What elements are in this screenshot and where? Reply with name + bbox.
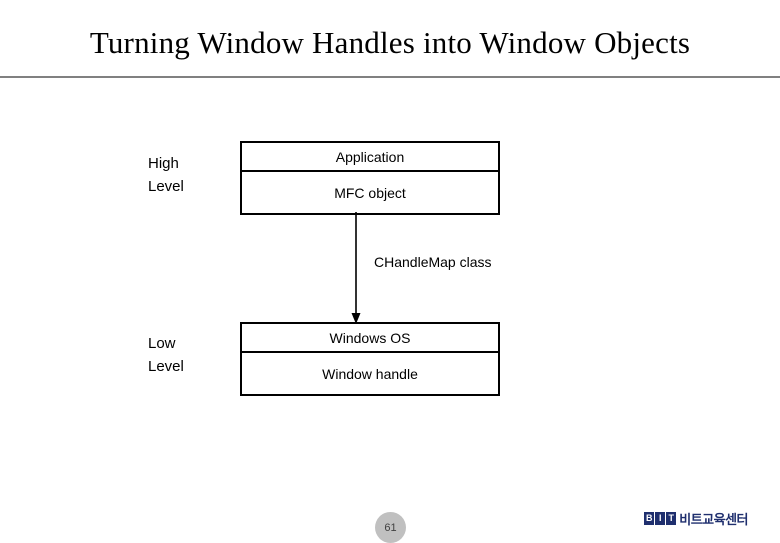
bit-logo-mark-icon: B I T [644,511,677,525]
slide-title: Turning Window Handles into Window Objec… [89,25,691,60]
connector-arrow-icon [351,212,361,324]
logo-wordmark: 비트교육센터 [679,512,748,528]
low-level-stack: Windows OS Window handle [240,322,500,396]
connector-label: CHandleMap class [374,254,492,270]
mfc-object-cell: MFC object [334,184,406,201]
application-cell: Application [242,143,498,172]
high-level-stack: Application MFC object [240,141,500,215]
bit-education-center-logo: B I T 비트교육센터 [644,509,748,528]
high-level-label: High Level [148,155,184,195]
logo-letter-i: I [655,511,666,525]
logo-letter-t: T [666,511,677,525]
windows-os-cell: Windows OS [242,324,498,353]
logo-letter-b: B [644,511,655,525]
low-level-label: Low Level [148,335,184,375]
page-number-badge: 61 [375,512,406,543]
title-divider-rule [0,76,780,78]
window-handle-cell: Window handle [322,365,418,382]
